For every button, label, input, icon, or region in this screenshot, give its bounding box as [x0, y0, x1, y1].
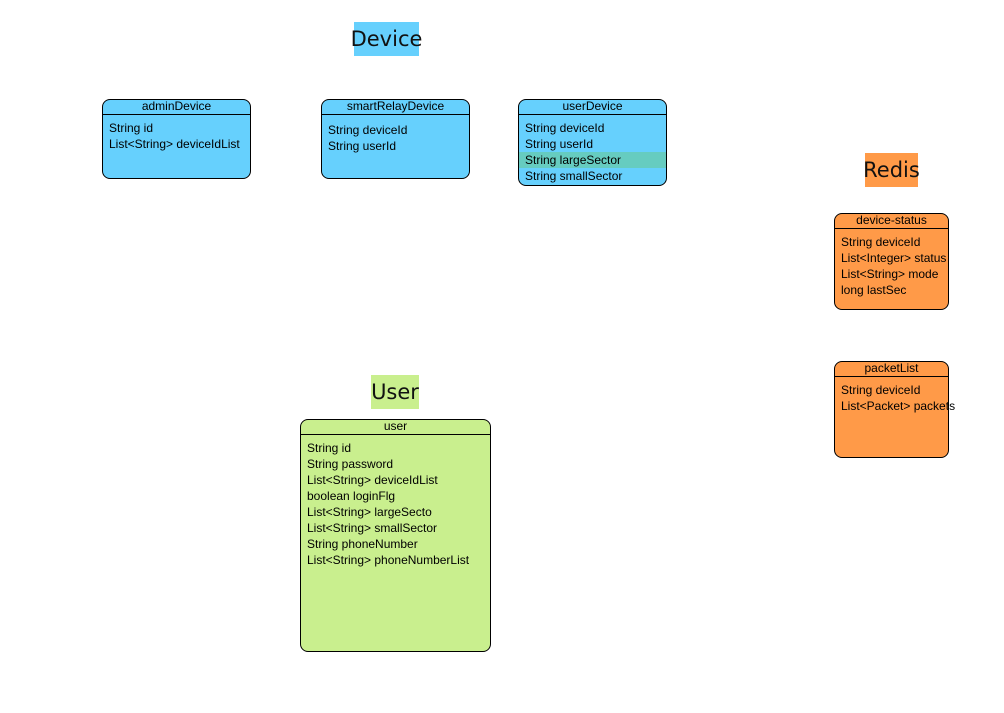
entity-fields: String id List<String> deviceIdList: [103, 115, 250, 152]
entity-user[interactable]: user String id String password List<Stri…: [300, 419, 491, 652]
entity-field: String userId: [525, 137, 594, 151]
entity-field: long lastSec: [841, 283, 907, 297]
entity-fields: String deviceId String userId String lar…: [519, 115, 666, 184]
entity-fields: String id String password List<String> d…: [301, 435, 490, 568]
entity-title: packetList: [835, 362, 948, 377]
entity-field: String deviceId: [841, 383, 921, 397]
entity-fields: String deviceId List<Integer> status Lis…: [835, 229, 948, 298]
entity-field: String deviceId: [525, 121, 605, 135]
entity-title: user: [301, 420, 490, 435]
entity-title: adminDevice: [103, 100, 250, 115]
entity-field: String smallSector: [525, 169, 623, 183]
entity-fields: String deviceId String userId: [322, 115, 469, 154]
entity-field: String deviceId: [328, 123, 408, 137]
entity-field: List<String> deviceIdList: [109, 137, 240, 151]
entity-title: smartRelayDevice: [322, 100, 469, 115]
entity-title: device-status: [835, 214, 948, 229]
entity-title: userDevice: [519, 100, 666, 115]
entity-fields: String deviceId List<Packet> packets: [835, 377, 956, 414]
entity-field: List<String> deviceIdList: [307, 473, 438, 487]
entity-field: String password: [307, 457, 394, 471]
entity-smart-relay-device[interactable]: smartRelayDevice String deviceId String …: [321, 99, 470, 179]
entity-admin-device[interactable]: adminDevice String id List<String> devic…: [102, 99, 251, 179]
entity-field: List<String> mode: [841, 267, 939, 281]
entity-field: List<Integer> status: [841, 251, 947, 265]
entity-field: List<String> smallSector: [307, 521, 438, 535]
entity-device-status[interactable]: device-status String deviceId List<Integ…: [834, 213, 949, 310]
entity-user-device[interactable]: userDevice String deviceId String userId…: [518, 99, 667, 186]
group-label-user: User: [371, 375, 419, 409]
entity-field: List<String> phoneNumberList: [307, 553, 470, 567]
group-label-device: Device: [351, 22, 422, 56]
entity-field: String phoneNumber: [307, 537, 418, 551]
entity-field: String deviceId: [841, 235, 921, 249]
entity-field: String id: [109, 121, 154, 135]
entity-field-highlighted: String largeSector: [519, 152, 666, 168]
entity-field: List<Packet> packets: [841, 399, 956, 413]
entity-packet-list[interactable]: packetList String deviceId List<Packet> …: [834, 361, 956, 458]
group-label-redis: Redis: [863, 153, 920, 187]
entity-field: List<String> largeSecto: [307, 505, 432, 519]
entity-field: String id: [307, 441, 352, 455]
entity-field: String userId: [328, 139, 397, 153]
entity-field: boolean loginFlg: [307, 489, 396, 503]
